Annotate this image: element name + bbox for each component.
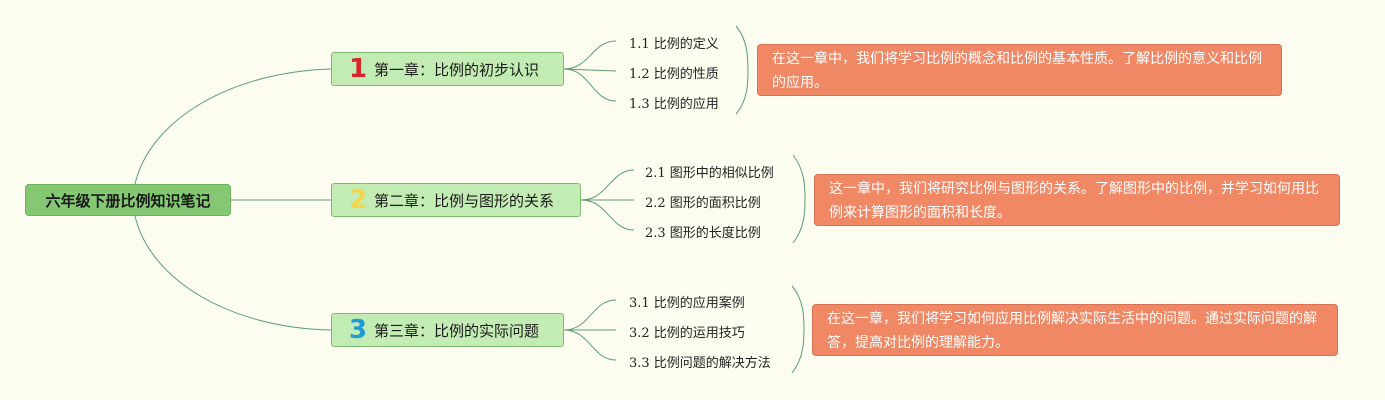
link-ch1-sub3: [563, 68, 617, 102]
subtopic-1-3[interactable]: 1.3 比例的应用: [629, 97, 719, 112]
link-ch1-sub2: [563, 68, 617, 72]
root-label: 六年级下册比例知识笔记: [45, 191, 211, 210]
chapter-1-node[interactable]: 1 第一章：比例的初步认识: [331, 52, 564, 86]
chapter-3-note[interactable]: 在这一章，我们将学习如何应用比例解决实际生活中的问题。通过实际问题的解答，提高对…: [812, 304, 1338, 356]
chapter-1-note[interactable]: 在这一章中，我们将学习比例的概念和比例的基本性质。了解比例的意义和比例的应用。: [757, 44, 1282, 96]
root-node[interactable]: 六年级下册比例知识笔记: [25, 184, 231, 216]
link-ch1-sub1: [563, 40, 617, 70]
chapter-1-title: 第一章：比例的初步认识: [374, 60, 540, 79]
bracket-ch2: [792, 154, 806, 244]
link-ch3-sub1: [563, 299, 617, 331]
subtopic-1-2[interactable]: 1.2 比例的性质: [629, 67, 719, 82]
link-ch2-sub1: [580, 169, 635, 201]
chapter-1-badge: 1: [348, 54, 368, 84]
bracket-ch3: [791, 285, 805, 374]
bracket-ch1: [735, 25, 749, 115]
subtopic-1-1[interactable]: 1.1 比例的定义: [629, 37, 719, 52]
chapter-1-note-text: 在这一章中，我们将学习比例的概念和比例的基本性质。了解比例的意义和比例的应用。: [772, 51, 1262, 91]
chapter-2-note[interactable]: 这一章中，我们将研究比例与图形的关系。了解图形中的比例，并学习如何用比例来计算图…: [814, 174, 1340, 226]
chapter-2-badge: 2: [348, 185, 368, 215]
subtopic-2-2[interactable]: 2.2 图形的面积比例: [645, 196, 761, 211]
chapter-2-title: 第二章：比例与图形的关系: [374, 191, 555, 210]
chapter-2-node[interactable]: 2 第二章：比例与图形的关系: [331, 183, 581, 217]
link-root-ch1: [134, 68, 332, 185]
link-root-ch3: [134, 215, 332, 331]
chapter-3-title: 第三章：比例的实际问题: [374, 321, 540, 340]
chapter-3-note-text: 在这一章，我们将学习如何应用比例解决实际生活中的问题。通过实际问题的解答，提高对…: [827, 311, 1317, 351]
subtopic-3-2[interactable]: 3.2 比例的运用技巧: [629, 326, 745, 341]
link-ch2-sub3: [580, 199, 635, 231]
chapter-3-badge: 3: [348, 315, 368, 345]
chapter-3-node[interactable]: 3 第三章：比例的实际问题: [331, 313, 564, 347]
subtopic-3-1[interactable]: 3.1 比例的应用案例: [629, 296, 745, 311]
subtopic-3-3[interactable]: 3.3 比例问题的解决方法: [629, 356, 771, 371]
link-ch3-sub3: [563, 329, 617, 361]
subtopic-2-1[interactable]: 2.1 图形中的相似比例: [645, 166, 774, 181]
chapter-2-note-text: 这一章中，我们将研究比例与图形的关系。了解图形中的比例，并学习如何用比例来计算图…: [829, 181, 1319, 221]
subtopic-2-3[interactable]: 2.3 图形的长度比例: [645, 226, 761, 241]
